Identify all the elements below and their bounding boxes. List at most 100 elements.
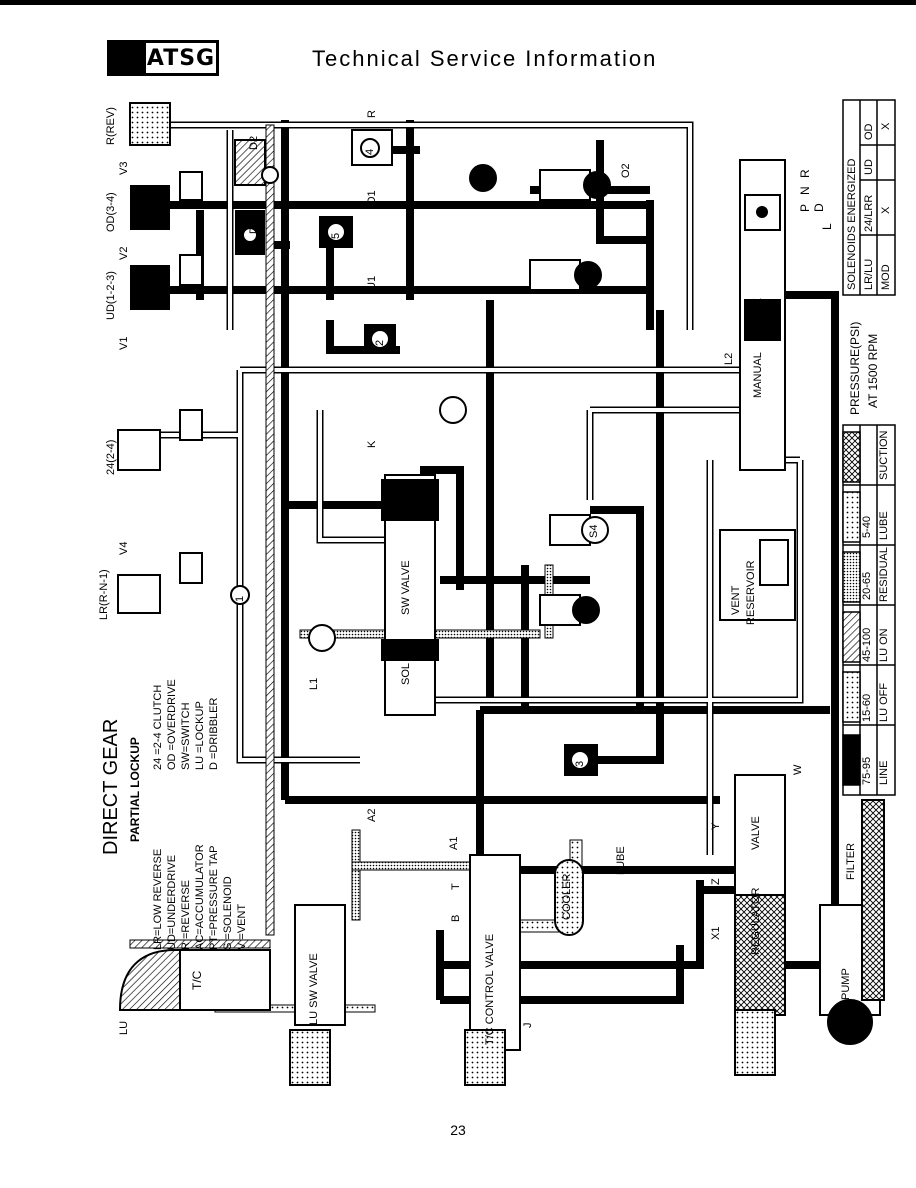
pressure-range-0: 75-95 (861, 756, 873, 785)
label-j: J (522, 1022, 534, 1029)
label-manual: MANUAL (752, 352, 764, 398)
pressure-range-4: 5-40 (861, 515, 873, 538)
underdrive-clutch (130, 265, 170, 310)
label-od-clutch: OD(3-4) (105, 192, 117, 232)
pressure-name-2: LU ON (878, 628, 890, 662)
shift-p: P (798, 203, 812, 212)
label-v3: V3 (118, 161, 130, 175)
clutch-pistons (117, 102, 271, 1011)
solenoid-col-2: UD (863, 159, 875, 175)
top-rule (0, 0, 916, 5)
label-r: R (366, 110, 378, 118)
label-b: B (450, 914, 462, 922)
label-check-2: 2 (374, 339, 386, 346)
2-4-clutch (117, 429, 161, 471)
atsg-logo: ATSG (107, 40, 219, 76)
label-sw-valve: SW VALVE (400, 560, 412, 615)
pressure-name-3: RESIDUAL (878, 546, 890, 602)
logo-text: ATSG (146, 45, 216, 71)
label-s1: S1 (581, 269, 593, 283)
shift-r: R (798, 169, 812, 178)
label-reverse-clutch: R(REV) (105, 107, 117, 145)
label-v4: V4 (118, 541, 130, 555)
label-check-3: 3 (574, 760, 586, 767)
pressure-table (842, 424, 896, 796)
label-y: Y (710, 822, 722, 830)
legend-left-3: AC=ACCUMULATOR (194, 844, 206, 950)
solenoid-row-label: MOD (880, 264, 892, 290)
label-24-clutch: 24(2-4) (105, 439, 117, 475)
page-number: 23 (450, 1122, 466, 1138)
label-check-1: 1 (234, 595, 246, 602)
solenoid-col-1: 24/LRR (863, 194, 875, 232)
label-ud-clutch: UD(1-2-3) (105, 271, 117, 320)
label-u1: U1 (366, 275, 378, 290)
legend-heading: DIRECT GEAR (100, 718, 122, 855)
legend-left-0: LR=LOW REVERSE (152, 848, 164, 950)
label-regulator: REGULATOR (750, 887, 762, 955)
legend-left-2: R =REVERSE (180, 880, 192, 950)
label-o2: O2 (620, 163, 632, 178)
label-w: W (792, 764, 804, 775)
label-h: H (450, 960, 462, 968)
label-vent: VENT (730, 585, 742, 615)
label-tc-control-valve: T/C CONTROL VALVE (484, 933, 496, 1045)
label-lr-clutch: LR(R-N-1) (98, 569, 110, 620)
shift-n: N (798, 186, 812, 195)
label-v2: V2 (118, 246, 130, 260)
solenoid-col-3: OD (863, 123, 875, 141)
dribblers (234, 139, 279, 255)
label-s2: S2 (590, 179, 602, 193)
low-reverse-clutch (117, 574, 161, 614)
label-check-5: 5 (330, 232, 342, 239)
solenoid-table-title: SOLENOIDS ENERGIZED (846, 158, 858, 290)
label-k: K (366, 440, 378, 448)
shift-l: L (820, 223, 834, 230)
pressure-name-1: LU OFF (878, 682, 890, 722)
label-lu: LU (118, 1020, 130, 1035)
legend-right-2: SW=SWITCH (180, 702, 192, 770)
label-pump: PUMP (840, 968, 852, 1000)
label-l2: L2 (723, 352, 735, 365)
legend-right-0: 24 =2-4 CLUTCH (152, 684, 164, 770)
label-v1: V1 (118, 336, 130, 350)
label-sol: SOL (400, 662, 412, 685)
label-regulator-valve: VALVE (750, 816, 762, 850)
manual-valve-detent (744, 194, 781, 231)
pressure-range-1: 15-60 (861, 693, 873, 722)
accumulators (179, 171, 203, 584)
label-z: Z (710, 878, 722, 885)
pump-filter-cooler (554, 529, 885, 1045)
legend-left-4: PT=PRESSURE TAP (208, 845, 220, 950)
valve-bodies (289, 159, 786, 1086)
legend-left-6: V =VENT (236, 903, 248, 950)
label-filter: FILTER (845, 842, 857, 880)
label-lube: LUBE (615, 846, 627, 875)
pressure-name-4: LUBE (878, 511, 890, 540)
header-title: Technical Service Information (312, 46, 658, 71)
solenoid-mark-3: X (880, 122, 892, 130)
overdrive-clutch (130, 185, 170, 230)
label-tc: T/C (190, 970, 204, 990)
legend-right-4: D =DRIBBLER (208, 697, 220, 770)
pressure-range-2: 45-100 (861, 627, 873, 662)
label-manual-valve: VALVE (752, 298, 764, 332)
legend-right-3: LU =LOCKUP (194, 701, 206, 770)
label-s4: S4 (588, 524, 600, 538)
legend-left-5: S =SOLENOID (222, 876, 234, 950)
solenoid-table (842, 99, 896, 296)
legend-subheading: PARTIAL LOCKUP (128, 737, 142, 842)
torque-converter (118, 949, 181, 1011)
label-x1: X1 (710, 926, 722, 940)
pressure-range-3: 20-65 (861, 571, 873, 600)
legend-left-1: UD=UNDERDRIVE (166, 854, 178, 950)
label-check-4: 4 (364, 148, 376, 155)
label-d2: D2 (248, 135, 260, 150)
shift-d: D (812, 203, 826, 212)
solenoid-col-0: LR/LU (863, 258, 875, 290)
label-a1: A1 (448, 836, 460, 850)
label-d1: D1 (248, 219, 260, 234)
pressure-name-0: LINE (878, 760, 890, 785)
check-balls (230, 129, 598, 776)
